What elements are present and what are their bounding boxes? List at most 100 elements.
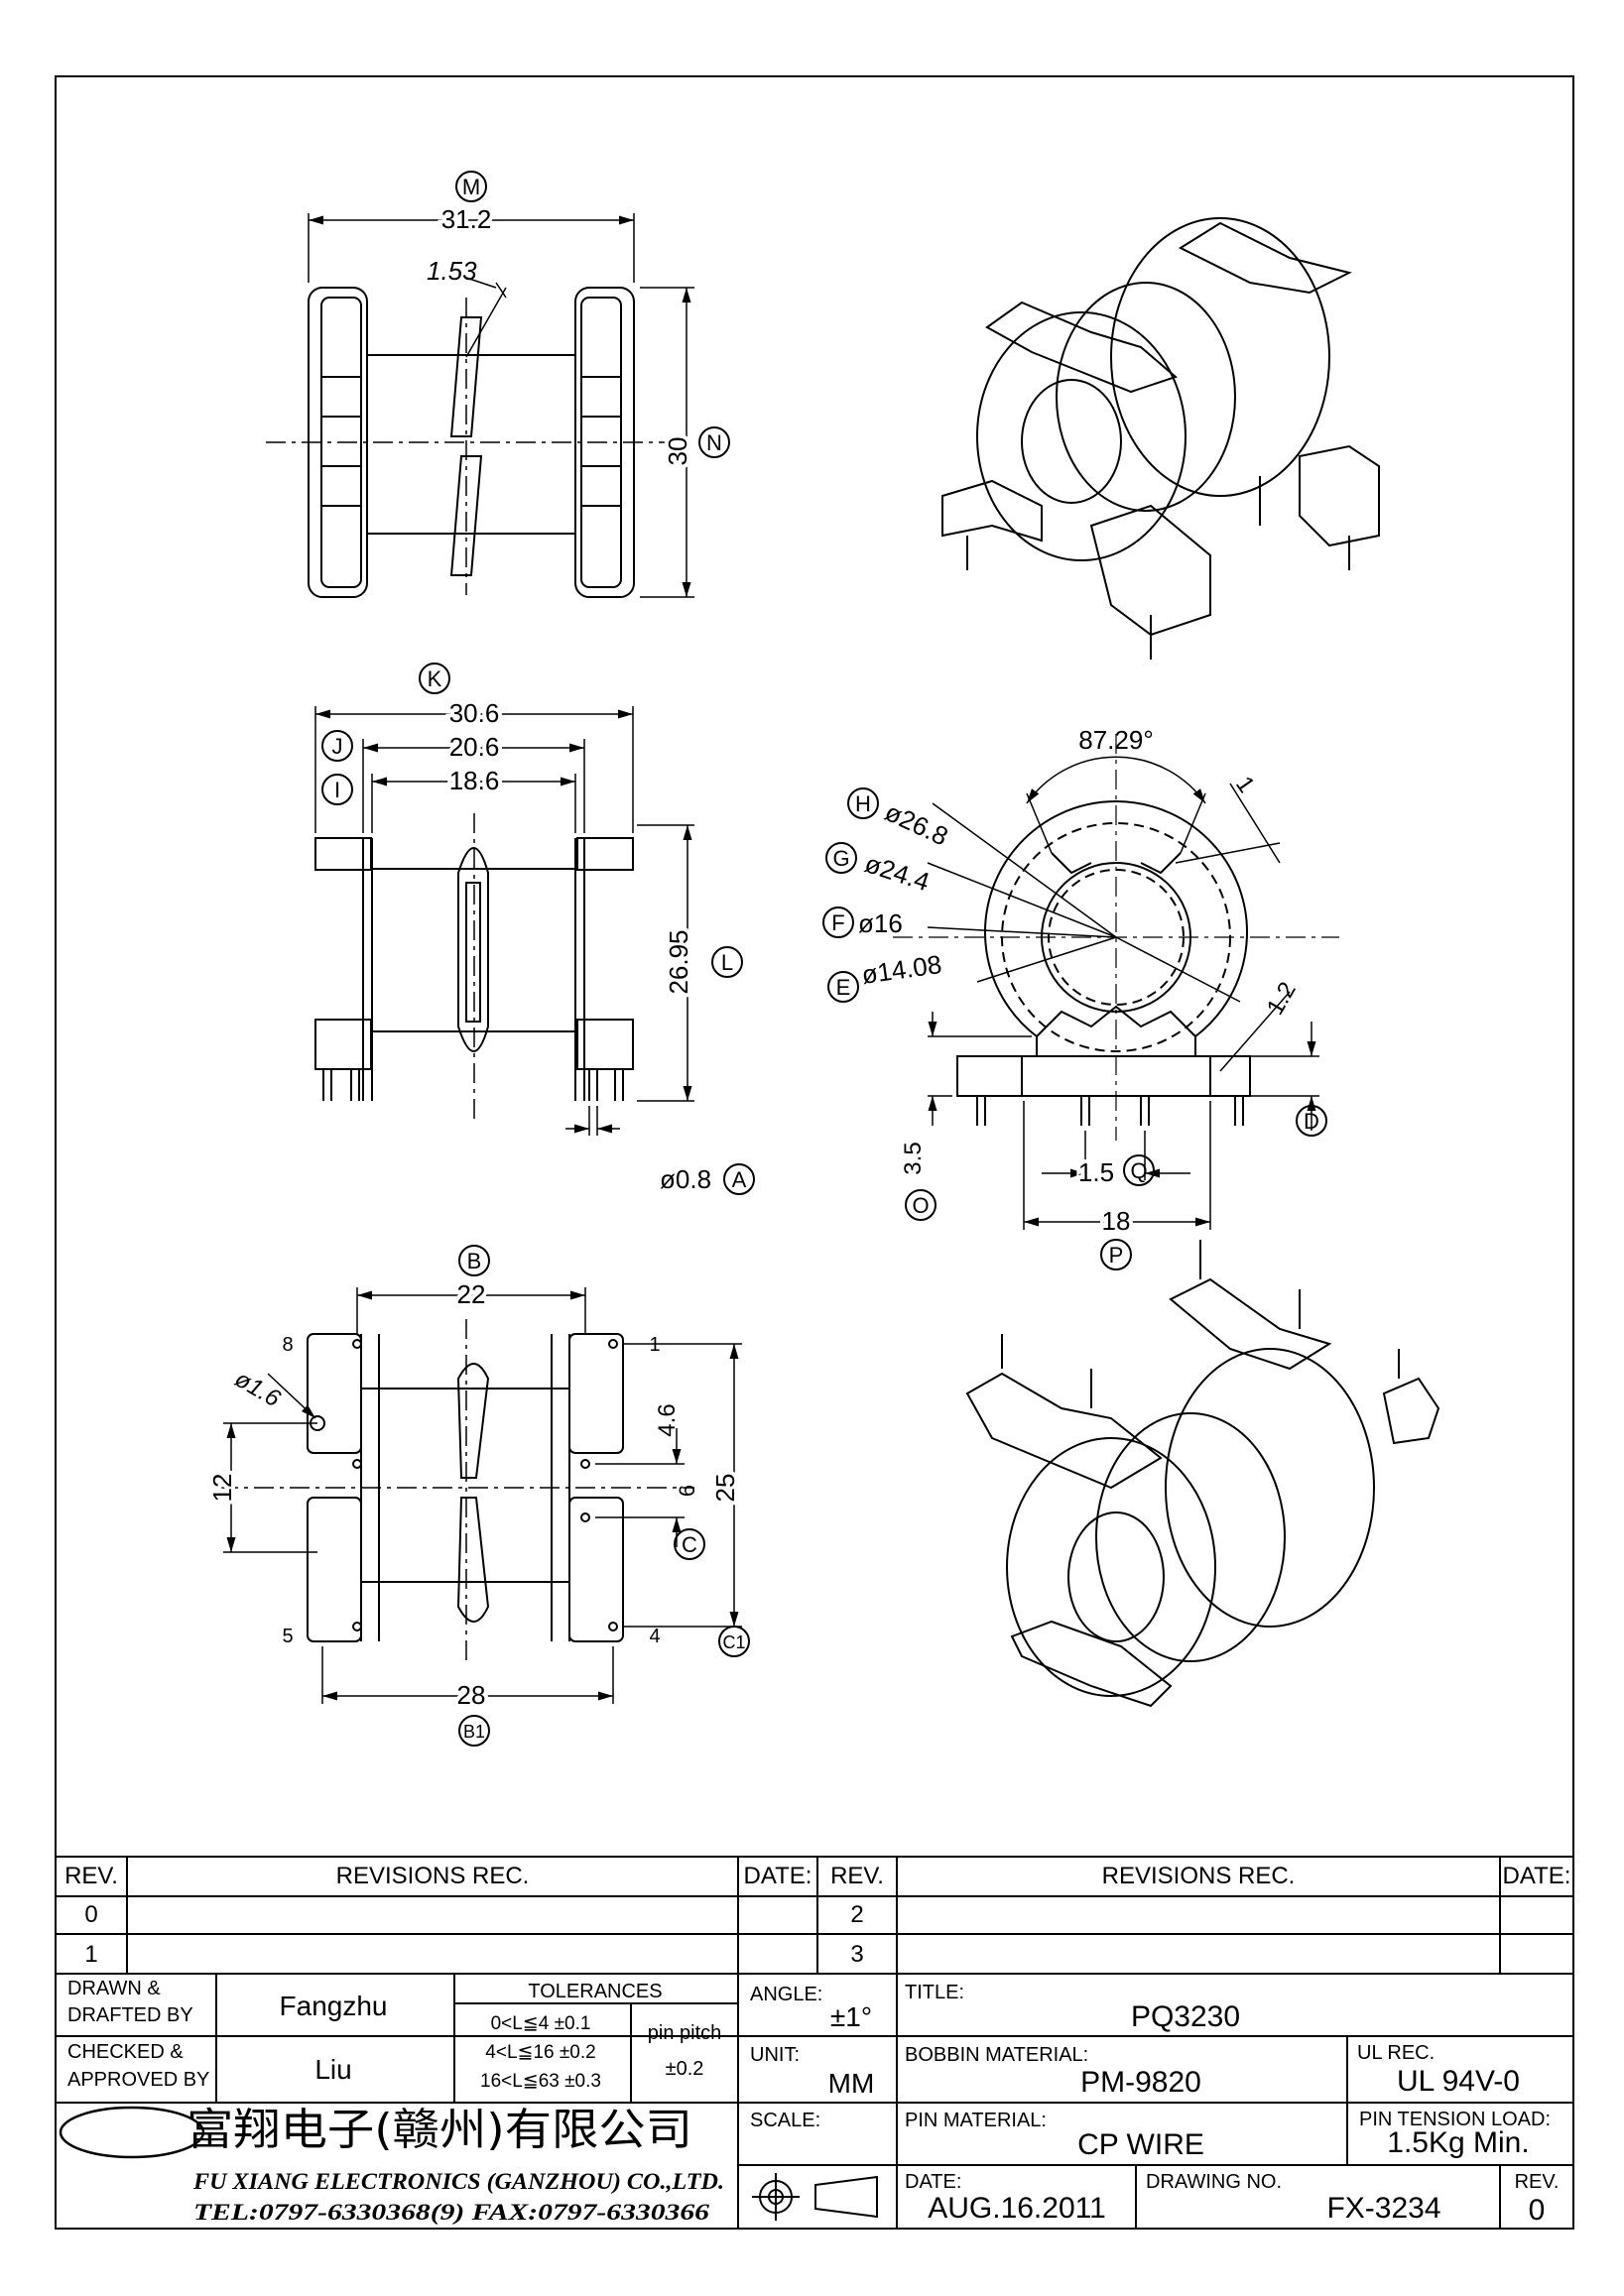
date-header-left: DATE: (744, 1863, 812, 1889)
dim-g-label: G (832, 846, 849, 871)
tol-row-2: 4<L≦16 ±0.2 (485, 2042, 595, 2063)
dim-h-label: H (855, 791, 871, 816)
date-label: DATE: (905, 2171, 961, 2193)
rev-row-1: 1 (84, 1941, 97, 1968)
tolerances-header: TOLERANCES (528, 1981, 662, 2002)
dim-6-value: 6 (675, 1485, 699, 1497)
dim-e-value: ø14.08 (860, 949, 943, 990)
company-name-cn: 富翔电子(赣州)有限公司 (187, 2105, 692, 2155)
dim-46-value: 4.6 (654, 1403, 681, 1436)
dim-b-value: 22 (457, 1279, 486, 1309)
dim-angle-87: 87.29° (1078, 725, 1153, 755)
isometric-view-bottom (965, 1240, 1440, 1708)
drawing-no-value: FX-3234 (1326, 2192, 1440, 2225)
dim-o-value: 3.5 (900, 1142, 927, 1174)
revision-table (56, 1856, 1573, 1975)
pin-tension-value: 1.5Kg Min. (1387, 2126, 1529, 2159)
dim-i-value: 18.6 (449, 766, 500, 795)
dim-f-label: F (831, 910, 844, 935)
dim-f-value: ø16 (858, 908, 903, 938)
dim-n-value: 30 (663, 437, 692, 466)
pin-pitch-value: ±0.2 (666, 2058, 704, 2080)
drawn-value: Fangzhu (280, 1991, 388, 2021)
rev-row-0: 0 (84, 1901, 97, 1928)
rev-header-right: REV. (830, 1863, 884, 1889)
title-label: TITLE: (905, 1982, 964, 2003)
dim-h-value: ø26.8 (880, 796, 952, 851)
drawn-label-1: DRAWN & (67, 1978, 161, 1999)
dim-hole-value: ø1.6 (230, 1366, 286, 1413)
scale-label: SCALE: (750, 2110, 820, 2131)
rev-row-3: 3 (850, 1941, 863, 1968)
drawing-no-label: DRAWING NO. (1146, 2171, 1282, 2193)
dim-b1-label: B1 (463, 1722, 485, 1742)
side-view (822, 734, 1339, 1270)
pin-material-label: PIN MATERIAL: (905, 2110, 1047, 2131)
date-header-right: DATE: (1503, 1863, 1571, 1889)
dim-n-label: N (706, 430, 722, 455)
dim-q-label: Q (1130, 1158, 1147, 1183)
dim-b1-value: 28 (457, 1680, 486, 1710)
date-value: AUG.16.2011 (928, 2192, 1106, 2225)
pin-material-value: CP WIRE (1077, 2128, 1204, 2161)
dim-c-label: C (682, 1532, 697, 1557)
unit-label: UNIT: (750, 2044, 800, 2066)
title-value: PQ3230 (1131, 2000, 1240, 2033)
bobbin-material-value: PM-9820 (1080, 2066, 1201, 2099)
ul-label: UL REC. (1357, 2042, 1435, 2064)
checked-label-2: APPROVED BY (67, 2069, 209, 2091)
angle-label: ANGLE: (750, 1984, 822, 2005)
dim-e-label: E (836, 975, 851, 1000)
dim-12-value: 12 (207, 1474, 237, 1503)
tol-row-3: 16<L≦63 ±0.3 (480, 2071, 601, 2092)
ul-value: UL 94V-0 (1397, 2065, 1520, 2098)
revisions-header-left: REVISIONS REC. (336, 1863, 530, 1889)
drawn-label-2: DRAFTED BY (67, 2004, 193, 2026)
rev-row-2: 2 (850, 1901, 863, 1928)
dim-c1-label: C1 (722, 1632, 745, 1652)
isometric-view-top (941, 217, 1380, 660)
dim-i-label: I (334, 778, 340, 802)
dim-p-value: 18 (1102, 1206, 1131, 1236)
checked-label-1: CHECKED & (67, 2041, 184, 2063)
dim-a-label: A (732, 1167, 747, 1192)
pin-tension-label: PIN TENSION LOAD: (1359, 2109, 1551, 2130)
dim-p-label: P (1109, 1243, 1124, 1268)
dim-l-label: L (721, 950, 733, 975)
title-block (56, 1974, 1573, 2229)
rev-value: 0 (1529, 2194, 1546, 2227)
unit-value: MM (828, 2068, 875, 2099)
pin-8-label: 8 (282, 1334, 293, 1356)
revisions-header-right: REVISIONS REC. (1102, 1863, 1296, 1889)
dim-m-value: 31.2 (441, 204, 492, 234)
drawing-frame (55, 75, 1574, 2230)
dim-25-value: 25 (710, 1474, 740, 1503)
dim-b-label: B (467, 1249, 482, 1273)
dim-a-value: ø0.8 (660, 1164, 711, 1194)
dim-angle-value: 1.53 (427, 256, 477, 286)
rev-label: REV. (1515, 2171, 1560, 2193)
dim-d-label: D (1304, 1109, 1319, 1134)
dim-1-value: 1 (1230, 772, 1260, 797)
dim-j-label: J (332, 734, 343, 759)
dim-j-value: 20.6 (449, 732, 500, 762)
front-view (314, 663, 755, 1195)
dim-g-value: ø24.4 (861, 848, 934, 897)
pin-5-label: 5 (282, 1626, 293, 1647)
pin-1-label: 1 (649, 1334, 660, 1356)
dim-k-value: 30.6 (449, 698, 500, 728)
dim-m-label: M (462, 175, 480, 199)
checked-value: Liu (314, 2054, 351, 2085)
dim-12b-value: 1.2 (1262, 978, 1302, 1020)
tol-row-1: 0<L≦4 ±0.1 (491, 2013, 591, 2034)
bobbin-material-label: BOBBIN MATERIAL: (905, 2044, 1088, 2066)
pin-4-label: 4 (649, 1626, 660, 1647)
pin-pitch-label: pin pitch (648, 2022, 722, 2044)
dim-q-value: 1.5 (1078, 1157, 1114, 1187)
dim-o-label: O (912, 1193, 929, 1218)
bottom-view (218, 1245, 750, 1747)
dim-l-value: 26.95 (664, 929, 693, 994)
company-name-en: FU XIANG ELECTRONICS (GANZHOU) CO.,LTD. (192, 2169, 724, 2194)
rev-header-left: REV. (64, 1863, 118, 1889)
